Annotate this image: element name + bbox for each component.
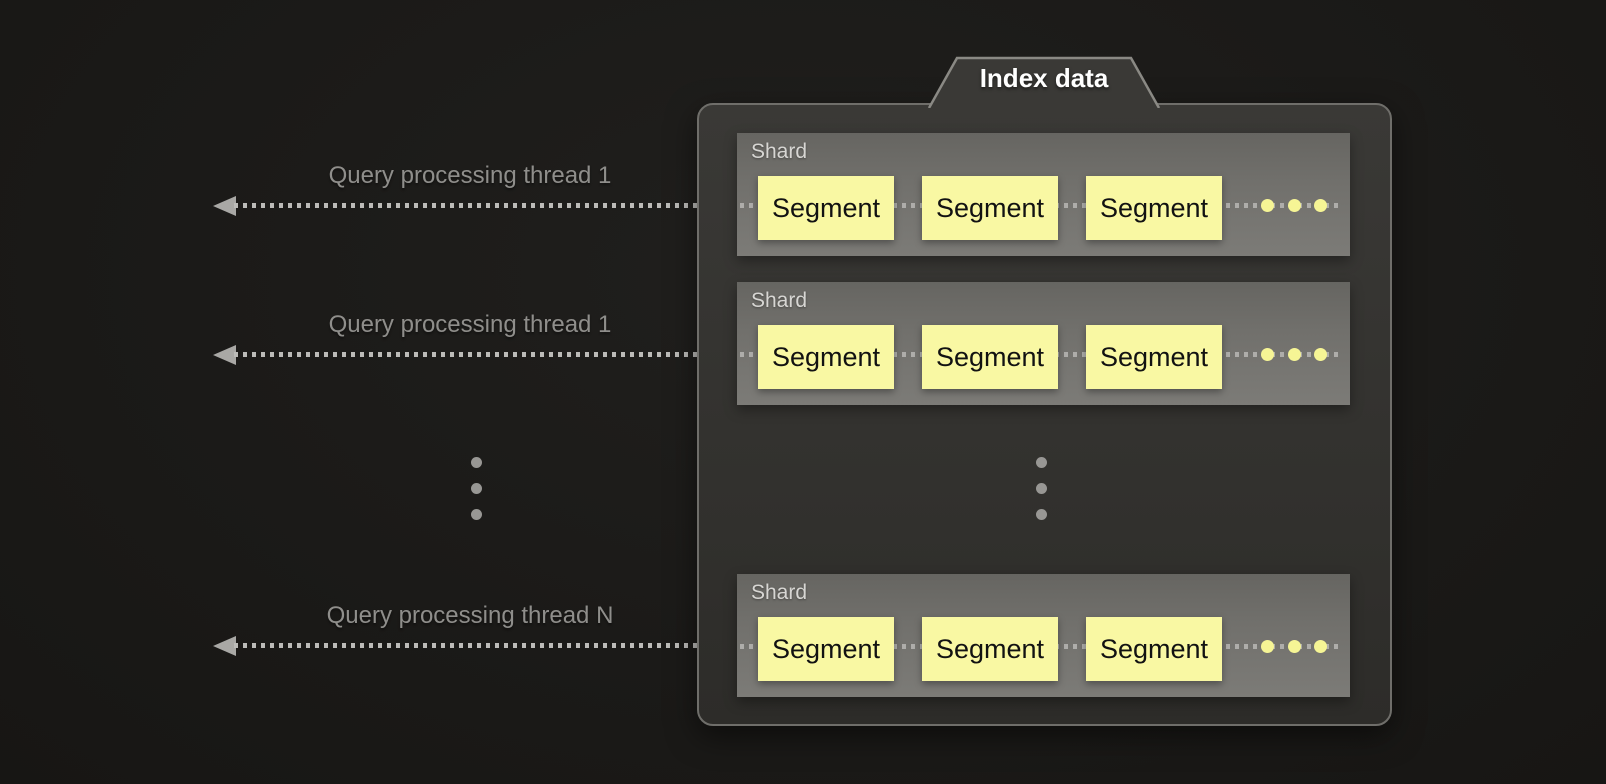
thread-label-1: Query processing thread 1 [328, 162, 612, 189]
shards-ellipsis-icon [1036, 457, 1047, 520]
segment-box: Segment [1086, 617, 1222, 681]
thread-label-n: Query processing thread N [326, 602, 614, 629]
segment-box: Segment [758, 617, 894, 681]
shard-row-2: Shard Segment Segment Segment [737, 282, 1350, 405]
more-segments-dot [1288, 348, 1301, 361]
arrow-left-icon [213, 196, 236, 216]
more-segments-dot [1288, 640, 1301, 653]
segment-box: Segment [922, 617, 1058, 681]
arrow-left-icon [213, 345, 236, 365]
thread-label-2: Query processing thread 1 [328, 311, 612, 338]
segment-box: Segment [922, 176, 1058, 240]
shard-label: Shard [751, 289, 808, 312]
shard-row-1: Shard Segment Segment Segment [737, 133, 1350, 256]
more-segments-dot [1288, 199, 1301, 212]
threads-ellipsis-icon [471, 457, 482, 520]
index-data-title: Index data [979, 63, 1109, 93]
more-segments-dot [1261, 348, 1274, 361]
more-segments-dot [1314, 199, 1327, 212]
shard-label: Shard [751, 581, 808, 604]
ellipsis-dot [1036, 509, 1047, 520]
shard-row-3: Shard Segment Segment Segment [737, 574, 1350, 697]
arrow-dashed-line [234, 203, 737, 208]
ellipsis-dot [1036, 457, 1047, 468]
index-data-tab [928, 56, 1160, 108]
segment-box: Segment [758, 325, 894, 389]
ellipsis-dot [471, 457, 482, 468]
arrow-dashed-line [234, 352, 737, 357]
more-segments-dot [1261, 640, 1274, 653]
more-segments-dot [1261, 199, 1274, 212]
segment-box: Segment [922, 325, 1058, 389]
more-segments-dot [1314, 348, 1327, 361]
arrow-left-icon [213, 636, 236, 656]
arrow-dashed-line [234, 643, 737, 648]
ellipsis-dot [471, 483, 482, 494]
segment-box: Segment [758, 176, 894, 240]
more-segments-dot [1314, 640, 1327, 653]
ellipsis-dot [1036, 483, 1047, 494]
ellipsis-dot [471, 509, 482, 520]
segment-box: Segment [1086, 325, 1222, 389]
shard-label: Shard [751, 140, 808, 163]
segment-box: Segment [1086, 176, 1222, 240]
